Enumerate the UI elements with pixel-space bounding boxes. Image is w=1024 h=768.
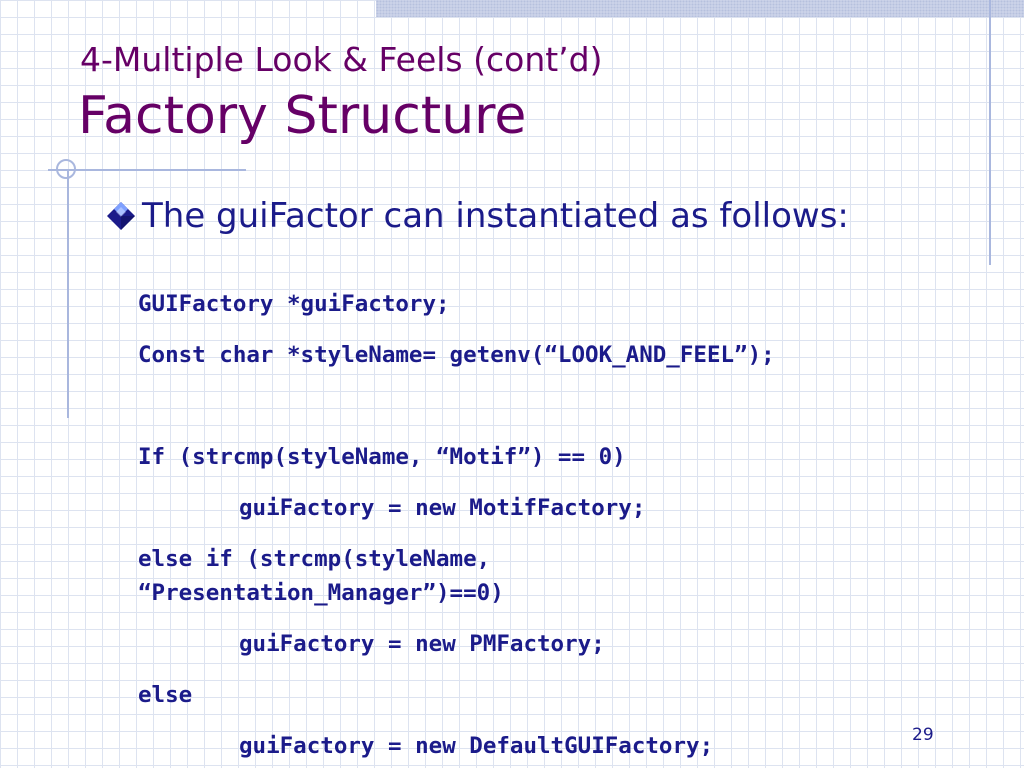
slide-subtitle: 4-Multiple Look & Feels (cont’d): [80, 40, 603, 79]
slide-title: Factory Structure: [78, 86, 527, 146]
code-line: If (strcmp(styleName, “Motif”) == 0): [138, 444, 626, 470]
code-line: guiFactory = new DefaultGUIFactory;: [239, 733, 714, 759]
page-number: 29: [912, 725, 934, 745]
diamond-bullet-icon: [104, 199, 138, 233]
code-line: else if (strcmp(styleName,: [138, 546, 491, 572]
decor-horizontal-line: [48, 169, 246, 171]
bullet-item: The guiFactor can instantiated as follow…: [104, 196, 849, 236]
bullet-text: The guiFactor can instantiated as follow…: [142, 196, 849, 236]
code-line: else: [138, 682, 193, 708]
code-line: Const char *styleName= getenv(“LOOK_AND_…: [138, 342, 775, 368]
code-line: guiFactory = new PMFactory;: [239, 631, 605, 657]
decor-vertical-line-right: [989, 0, 991, 265]
code-line: “Presentation_Manager”)==0): [138, 580, 504, 606]
decor-vertical-line-left: [67, 170, 69, 418]
code-line: guiFactory = new MotifFactory;: [239, 495, 646, 521]
header-decor-band: [376, 0, 1024, 17]
code-line: GUIFactory *guiFactory;: [138, 291, 450, 317]
decor-circle: [56, 159, 76, 179]
